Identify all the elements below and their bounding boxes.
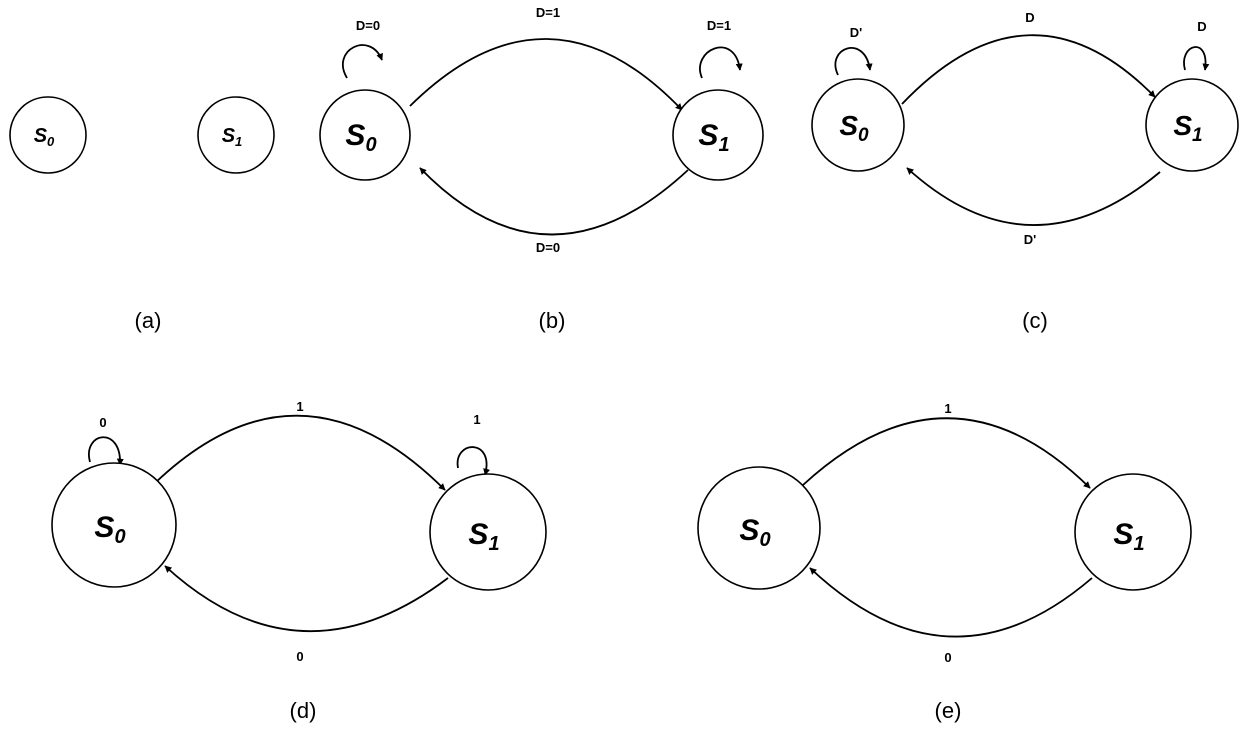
state-s0: S0 (319, 89, 411, 181)
state-s1: S1 (197, 96, 275, 174)
transition-s0-to-s1 (802, 417, 1091, 489)
state-circle (697, 466, 821, 590)
self-loop-s0 (88, 436, 124, 466)
transition-label: 1 (296, 399, 303, 414)
state-s0: S0 (9, 96, 87, 174)
panel-caption: (b) (539, 308, 566, 333)
state-circle (1145, 78, 1239, 172)
transition-s1-to-s0 (906, 167, 1161, 226)
transition-s1-to-s0 (809, 567, 1093, 638)
transition-label: D (1197, 19, 1206, 34)
panel-b: S0 S1 D=0 D=1 D=1 D=0 (b) (319, 5, 764, 333)
transition-label: D=0 (536, 240, 560, 255)
state-label: S0 (739, 514, 770, 551)
panel-caption: (e) (935, 698, 962, 723)
state-s1: S1 (1074, 473, 1192, 591)
transition-label: D=1 (536, 5, 560, 20)
transition-s1-to-s0 (164, 565, 449, 633)
self-loop-s1 (1183, 46, 1210, 71)
state-s1: S1 (672, 89, 764, 181)
state-label: S1 (1173, 110, 1202, 146)
transition-label: D (1025, 10, 1034, 25)
state-s1: S1 (429, 473, 547, 591)
panel-e: S0 S1 1 0 (e) (697, 401, 1192, 723)
state-circle (197, 96, 275, 174)
state-circle (429, 473, 547, 591)
state-s0: S0 (51, 462, 177, 588)
state-s1: S1 (1145, 78, 1239, 172)
panel-caption: (d) (290, 698, 317, 723)
state-label: S1 (222, 125, 243, 149)
self-loop-s1 (456, 446, 491, 476)
state-label: S0 (34, 125, 55, 149)
transition-label: 1 (944, 401, 951, 416)
transition-label: D=1 (707, 18, 731, 33)
transition-label: 0 (99, 415, 106, 430)
state-s0: S0 (697, 466, 821, 590)
state-label: S1 (468, 518, 499, 555)
state-circle (9, 96, 87, 174)
transition-label: 1 (473, 412, 480, 427)
transition-label: D' (1024, 232, 1036, 247)
transition-s1-to-s0 (419, 167, 689, 236)
transition-label: 0 (296, 649, 303, 664)
transition-label: D=0 (356, 18, 380, 33)
transition-label: D' (850, 25, 862, 40)
state-label: S0 (94, 511, 125, 548)
self-loop-s0 (341, 44, 383, 79)
state-label: S0 (345, 119, 376, 156)
state-circle (672, 89, 764, 181)
state-circle (811, 78, 905, 172)
self-loop-s0 (834, 47, 873, 76)
panel-c: S0 S1 D' D D D' (c) (811, 10, 1239, 333)
state-label: S1 (698, 119, 729, 156)
transition-s0-to-s1 (409, 38, 683, 111)
self-loop-s1 (699, 46, 743, 79)
transition-s0-to-s1 (901, 34, 1156, 105)
panel-caption: (c) (1022, 308, 1048, 333)
state-s0: S0 (811, 78, 905, 172)
state-label: S1 (1113, 518, 1144, 555)
transition-s0-to-s1 (154, 414, 446, 491)
state-circle (51, 462, 177, 588)
transition-label: 0 (944, 650, 951, 665)
state-circle (1074, 473, 1192, 591)
state-label: S0 (839, 110, 869, 146)
state-circle (319, 89, 411, 181)
panel-d: S0 S1 0 1 1 0 (d) (51, 399, 547, 723)
panel-caption: (a) (135, 308, 162, 333)
panel-a: S0 S1 (a) (9, 96, 275, 333)
